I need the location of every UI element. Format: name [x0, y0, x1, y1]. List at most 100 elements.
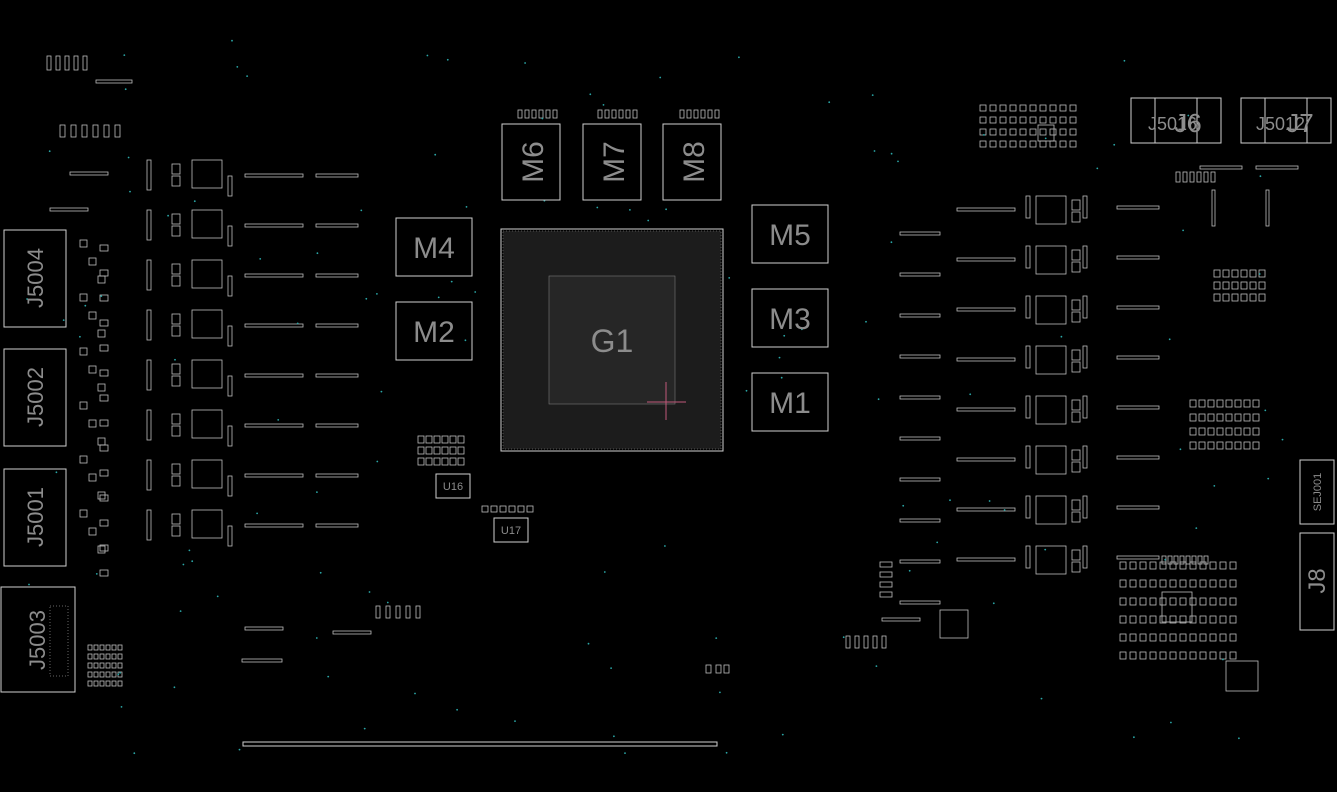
smd-pad — [1211, 189, 1216, 227]
gpu-g1[interactable]: G1 — [500, 228, 724, 452]
via — [936, 541, 939, 544]
pcie-edge-connector — [242, 741, 718, 747]
smd-pad — [1203, 555, 1209, 565]
memory-m3[interactable]: M3 — [751, 288, 829, 348]
smd-pad — [99, 419, 109, 427]
smd-pad — [146, 209, 152, 241]
smd-pad — [1139, 651, 1147, 660]
via — [456, 708, 458, 711]
memory-m4[interactable]: M4 — [395, 217, 473, 277]
smd-pad — [191, 409, 223, 439]
via — [890, 241, 893, 244]
smd-pad — [1182, 171, 1188, 183]
connector-j5002[interactable]: J5002 — [3, 348, 67, 447]
smd-pad — [611, 109, 617, 119]
smd-pad — [1189, 615, 1197, 624]
connector-sej001[interactable]: SEJ001 — [1299, 459, 1335, 525]
via — [778, 356, 781, 359]
smd-pad — [1082, 245, 1088, 269]
smd-pad — [723, 664, 730, 674]
smd-pad — [111, 671, 117, 678]
smd-pad — [1189, 171, 1195, 183]
smd-pad — [171, 213, 181, 225]
via — [28, 583, 30, 586]
connector-sej001-label: SEJ001 — [1312, 473, 1324, 512]
smd-pad — [73, 55, 79, 71]
via — [259, 258, 262, 260]
via — [725, 751, 728, 754]
smd-pad — [1229, 633, 1237, 642]
smd-pad — [105, 644, 111, 651]
smd-pad — [425, 457, 433, 466]
via — [62, 319, 65, 321]
smd-pad — [1059, 104, 1067, 112]
memory-m5[interactable]: M5 — [751, 204, 829, 264]
smd-pad — [979, 116, 987, 124]
smd-pad — [854, 635, 860, 649]
via — [55, 471, 58, 474]
connector-j7[interactable]: J7 J5012 — [1240, 97, 1332, 144]
via — [316, 252, 319, 255]
smd-pad — [99, 644, 105, 651]
via — [1044, 548, 1047, 551]
smd-pad — [1029, 116, 1037, 124]
smd-pad — [99, 494, 109, 502]
smd-pad — [105, 671, 111, 678]
via — [79, 335, 81, 338]
connector-j5003[interactable]: J5003 — [0, 586, 76, 693]
via — [1003, 509, 1006, 511]
ic-u16[interactable]: U16 — [435, 473, 471, 499]
smd-pad — [1116, 305, 1160, 310]
smd-pad — [82, 55, 88, 71]
via — [174, 358, 176, 361]
smd-pad — [59, 124, 66, 138]
smd-pad — [1035, 445, 1067, 475]
via — [1040, 697, 1043, 700]
via — [95, 573, 98, 575]
smd-pad — [191, 459, 223, 489]
smd-pad — [1009, 116, 1017, 124]
memory-m2[interactable]: M2 — [395, 301, 473, 361]
memory-m7[interactable]: M7 — [582, 123, 642, 201]
smd-pad — [1249, 281, 1257, 290]
memory-m6[interactable]: M6 — [501, 123, 561, 201]
memory-m8[interactable]: M8 — [662, 123, 722, 201]
smd-pad — [956, 357, 1016, 362]
connector-j6[interactable]: J6 J5016 — [1130, 97, 1222, 144]
via — [1096, 167, 1099, 170]
via — [659, 76, 662, 79]
smd-pad — [508, 505, 516, 513]
smd-pad — [1069, 104, 1077, 112]
smd-pad — [1229, 579, 1237, 588]
smd-pad — [79, 347, 88, 356]
smd-pad — [1210, 171, 1216, 183]
memory-m1[interactable]: M1 — [751, 372, 829, 432]
connector-j5004[interactable]: J5004 — [3, 229, 67, 328]
smd-pad — [315, 523, 359, 528]
memory-m2-label: M2 — [413, 316, 455, 349]
ic-u17-outline — [493, 517, 529, 543]
smd-pad — [1209, 561, 1217, 570]
smd-pad — [1243, 441, 1251, 450]
via — [48, 150, 51, 153]
smd-pad — [1116, 255, 1160, 260]
smd-pad — [375, 605, 381, 619]
smd-pad — [1198, 399, 1206, 408]
via — [1170, 721, 1172, 724]
smd-pad — [244, 473, 304, 478]
memory-m6-outline — [501, 123, 561, 201]
memory-m7-label: M7 — [598, 141, 631, 183]
smd-pad — [845, 635, 851, 649]
smd-pad — [1234, 399, 1242, 408]
smd-pad — [93, 680, 99, 687]
connector-j8[interactable]: J8 — [1299, 532, 1335, 631]
connector-j5001[interactable]: J5001 — [3, 468, 67, 567]
smd-pad — [1119, 615, 1127, 624]
smd-pad — [88, 473, 97, 482]
smd-pad — [99, 444, 109, 452]
smd-pad — [1019, 116, 1027, 124]
connector-j5001-label: J5001 — [23, 487, 48, 547]
ic-u17[interactable]: U17 — [493, 517, 529, 543]
smd-pad — [625, 109, 631, 119]
